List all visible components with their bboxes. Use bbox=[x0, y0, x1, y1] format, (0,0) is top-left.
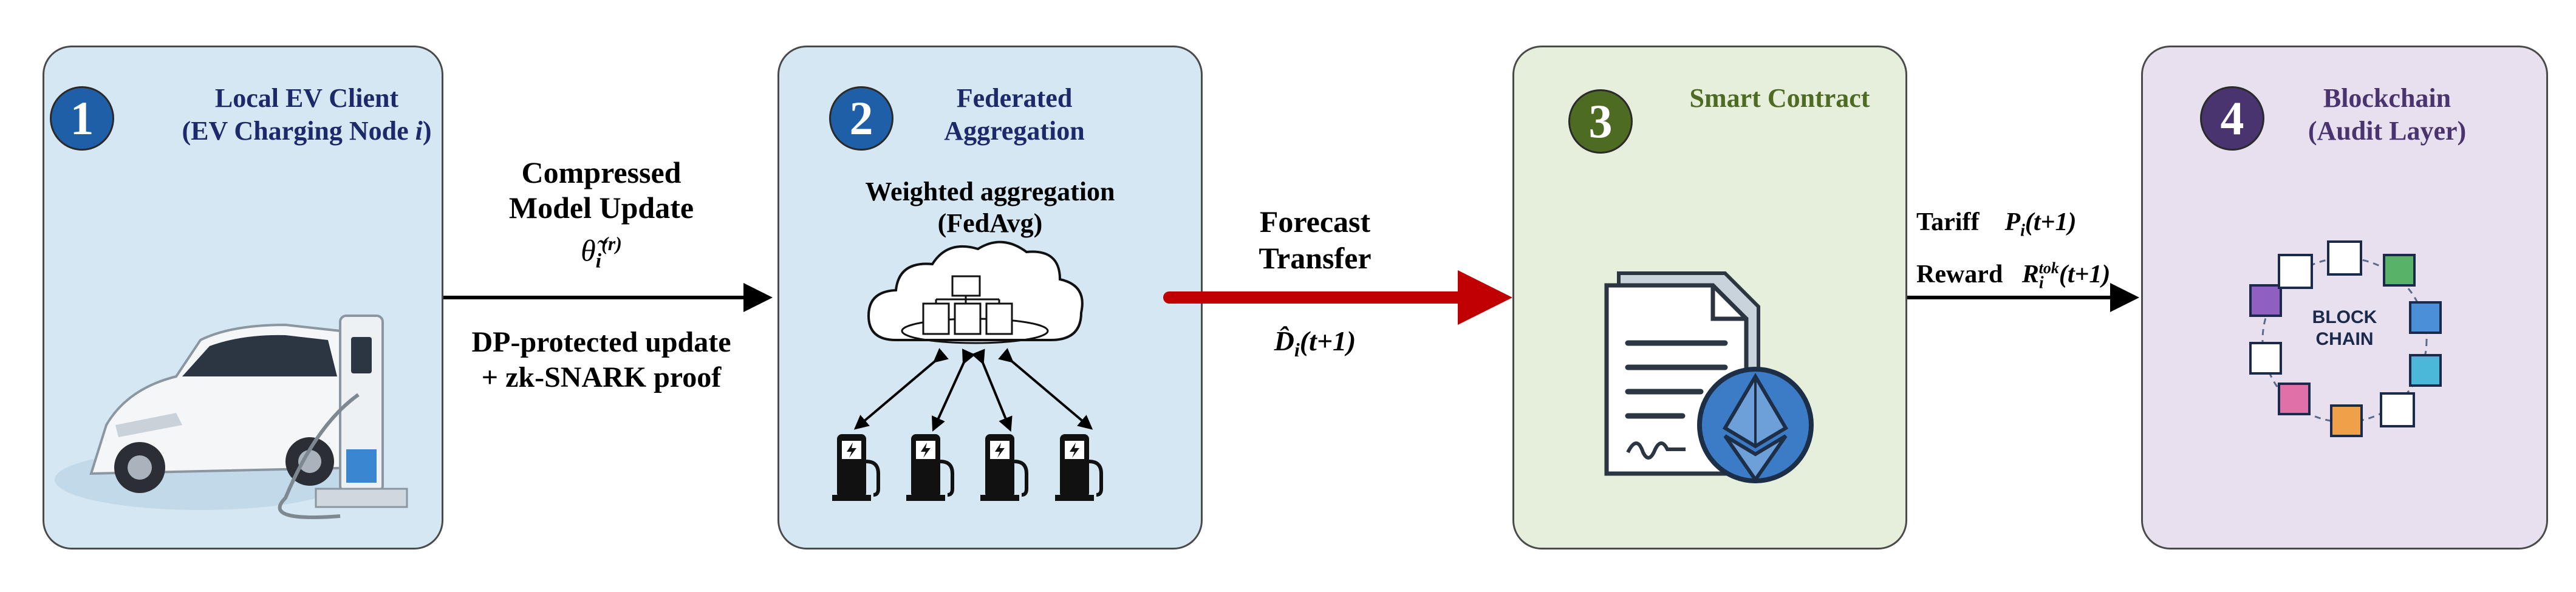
electric-car-icon bbox=[55, 323, 378, 510]
cloud-server-icon bbox=[867, 240, 1084, 344]
panel1-title: Local EV Client (EV Charging Node i) bbox=[182, 83, 432, 146]
charger-icon bbox=[278, 315, 408, 519]
tariff-reward-label: Tariff Pi(t+1) Reward Ritok(t+1) bbox=[1916, 203, 2141, 302]
aggregation-links bbox=[853, 348, 1093, 432]
model-update-symbol: θ̃i(r) bbox=[581, 233, 622, 273]
panel2-title: Federated Aggregation bbox=[944, 83, 1085, 146]
blockchain-label: BLOCK CHAIN bbox=[2312, 307, 2377, 349]
charging-station-icon bbox=[832, 434, 880, 501]
blockchain-icon bbox=[2249, 240, 2442, 437]
charging-station-icon bbox=[1055, 434, 1103, 501]
arrow-forecast-transfer bbox=[1163, 270, 1512, 325]
dp-zk-label: DP-protected update + zk-SNARK proof bbox=[471, 326, 731, 393]
model-update-label: Compressed Model Update θ̃i(r) bbox=[449, 155, 753, 280]
step-badge-4: 4 bbox=[2202, 88, 2263, 149]
step-badge-2: 2 bbox=[831, 88, 892, 149]
ethereum-icon bbox=[1697, 367, 1814, 483]
charging-station-icon bbox=[906, 434, 954, 501]
panel3-title: Smart Contract bbox=[1689, 83, 1870, 113]
step-badge-3: 3 bbox=[1570, 91, 1631, 152]
panel2-subtitle: Weighted aggregation (FedAvg) bbox=[865, 177, 1115, 238]
reward-line: Reward Ritok(t+1) bbox=[1916, 259, 2111, 293]
charging-station-icon bbox=[980, 434, 1028, 501]
tariff-line: Tariff Pi(t+1) bbox=[1916, 208, 2077, 240]
step-badge-1: 1 bbox=[52, 88, 112, 149]
panel4-title: Blockchain (Audit Layer) bbox=[2308, 83, 2467, 146]
forecast-symbol: D̂i(t+1) bbox=[1274, 325, 1356, 361]
forecast-transfer-label: Forecast Transfer bbox=[1259, 205, 1372, 275]
